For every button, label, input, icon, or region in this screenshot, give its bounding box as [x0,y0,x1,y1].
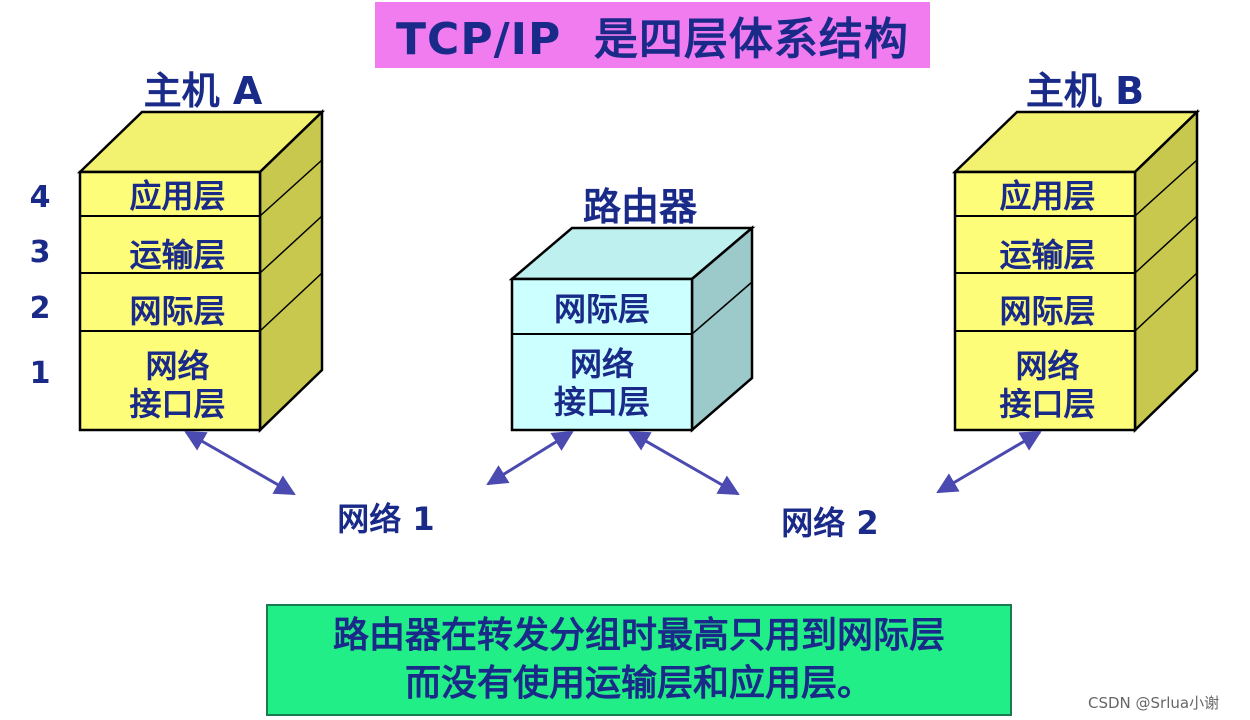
arrow-network-1-router [486,430,574,486]
host-b-label: 主机 B [1025,69,1145,113]
router-front-face [510,277,694,432]
arrow-router-network-2 [628,430,740,496]
host-a-label: 主机 A [143,69,263,113]
host-a-layer-transport: 运输层 [129,236,226,274]
layer-number-3: 3 [29,235,51,270]
watermark: CSDN @Srlua小谢 [1088,694,1220,712]
host-a-layer-network-line1: 网络 [145,347,210,385]
title-banner: TCP/IP 是四层体系结构 [375,2,930,68]
router-label: 路由器 [582,185,697,229]
layer-number-4: 4 [29,180,51,215]
note-line-1: 路由器在转发分组时最高只用到网际层 [332,615,945,656]
host-a-layer-application: 应用层 [129,177,226,215]
router-layer-internet: 网际层 [553,290,650,328]
note-line-2: 而没有使用运输层和应用层。 [404,663,873,704]
host-b-layer-transport: 运输层 [999,236,1096,274]
router-box [508,225,756,433]
router-layer-network-line1: 网络 [569,345,634,383]
note-box: 路由器在转发分组时最高只用到网际层 而没有使用运输层和应用层。 [266,604,1012,716]
page-title: TCP/IP 是四层体系结构 [396,14,909,65]
host-a-layer-internet: 网际层 [129,292,226,330]
layer-number-1: 1 [29,356,51,391]
layer-number-2: 2 [29,291,51,326]
host-b-layer-internet: 网际层 [999,292,1096,330]
host-a-layer-network-line2: 接口层 [129,385,226,423]
router-layer-network-line2: 接口层 [553,383,650,421]
host-b-box [951,109,1201,433]
host-b-layer-application: 应用层 [999,177,1096,215]
network-1-label: 网络 1 [337,500,435,538]
host-b-layer-network-line1: 网络 [1015,347,1080,385]
arrow-host-a-network-1 [184,430,296,496]
host-b-layer-network-line2: 接口层 [999,385,1096,423]
arrow-network-2-host-b [936,430,1042,494]
network-2-label: 网络 2 [781,504,879,542]
host-a-box [76,109,326,433]
